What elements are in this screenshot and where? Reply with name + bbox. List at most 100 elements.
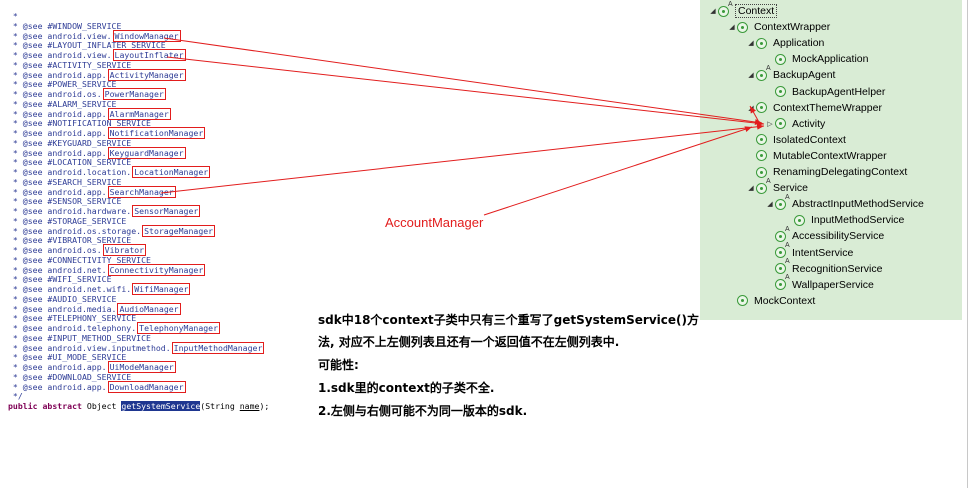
method-name[interactable]: getSystemService — [121, 401, 201, 411]
expand-toggle-icon[interactable]: ▷ — [767, 120, 773, 128]
highlighted-class-name: UiModeManager — [107, 361, 176, 373]
param-name: name — [239, 401, 260, 411]
tree-item-label: MockApplication — [792, 53, 869, 66]
code-line: * @see #CONNECTIVITY_SERVICE — [8, 255, 308, 266]
code-line: * @see android.telephony.TelephonyManage… — [8, 322, 308, 334]
code-line-text: * @see #LOCATION_SERVICE — [8, 157, 132, 168]
arrow-layoutinflater — [166, 56, 765, 127]
tree-item-isolatedcontext[interactable]: IsolatedContext — [746, 132, 846, 148]
param-type: (String — [200, 401, 235, 411]
class-icon — [775, 118, 786, 130]
highlighted-class-name: AudioManager — [117, 302, 181, 315]
expand-toggle-icon[interactable]: ◢ — [748, 40, 754, 48]
code-line-text: * @see #TELEPHONY_SERVICE — [8, 313, 137, 324]
notes-block: sdk中18个context子类中只有三个重写了getSystemService… — [318, 309, 699, 423]
arrow-searchmanager — [160, 123, 765, 194]
notes-line-3: 可能性: — [318, 358, 359, 372]
code-line: * @see android.app.SearchManager — [8, 185, 308, 198]
code-line: * @see #NOTIFICATION_SERVICE — [8, 118, 308, 129]
class-icon — [775, 86, 786, 97]
code-line-text: * @see android.app. — [8, 362, 107, 372]
code-line-text: * @see #LAYOUT_INFLATER_SERVICE — [8, 40, 166, 51]
code-line-text: * @see #WINDOW_SERVICE — [8, 20, 122, 31]
code-line: * @see android.media.AudioManager — [8, 302, 308, 315]
expand-toggle-icon[interactable]: ◢ — [748, 185, 754, 193]
highlighted-class-name: InputMethodManager — [171, 341, 265, 354]
highlighted-class-name: WifiManager — [132, 283, 191, 295]
tree-item-activity[interactable]: ▷Activity — [765, 116, 825, 132]
class-icon: A — [775, 258, 790, 275]
class-icon: A — [756, 178, 771, 194]
tree-item-label: WallpaperService — [792, 278, 874, 291]
code-line-text: * @see android.app. — [8, 69, 107, 80]
abstract-marker: A — [728, 0, 733, 8]
code-line-text: * @see android.view. — [8, 50, 112, 60]
highlighted-class-name: NotificationManager — [107, 127, 206, 139]
tree-item-application[interactable]: ◢Application — [746, 35, 824, 51]
class-icon — [794, 214, 805, 226]
tree-item-label: ContextWrapper — [754, 21, 831, 34]
notes-line-1: sdk中18个context子类中只有三个重写了getSystemService… — [318, 313, 699, 327]
tree-item-label: RecognitionService — [792, 262, 883, 275]
highlighted-class-name: DownloadManager — [107, 380, 186, 393]
code-line-text: * @see android.os. — [8, 89, 102, 99]
code-line: * @see #STORAGE_SERVICE — [8, 215, 308, 227]
code-line: * @see android.app.ActivityManager — [8, 68, 308, 81]
tree-item-contextwrapper[interactable]: ◢ ContextWrapper — [727, 19, 830, 35]
tree-item-mockapplication[interactable]: MockApplication — [765, 51, 868, 67]
code-line: * @see android.app.AlarmManager — [8, 107, 308, 120]
class-icon: A — [775, 242, 790, 258]
code-line: * @see #AUDIO_SERVICE — [8, 294, 308, 305]
class-icon — [737, 295, 748, 307]
tree-item-mockcontext[interactable]: MockContext — [727, 293, 815, 309]
code-line: * — [8, 11, 308, 22]
expand-toggle-icon[interactable]: ◢ — [767, 201, 773, 209]
tree-item-label: MockContext — [754, 294, 816, 307]
code-line: */ — [8, 391, 308, 402]
code-line: * @see #VIBRATOR_SERVICE — [8, 235, 308, 246]
code-line-text: * @see android.app. — [8, 108, 107, 119]
code-line: * @see #KEYGUARD_SERVICE — [8, 138, 308, 149]
expand-toggle-icon[interactable]: ◢ — [729, 24, 735, 32]
tree-item-backupagenthelper[interactable]: BackupAgentHelper — [765, 84, 885, 100]
code-line-text: * @see android.os. — [8, 245, 102, 255]
method-signature: public abstract Object getSystemService(… — [8, 401, 308, 412]
highlighted-class-name: ConnectivityManager — [107, 263, 206, 276]
tree-item-label: RenamingDelegatingContext — [773, 166, 908, 178]
arrow-windowmanager — [163, 37, 763, 125]
code-line-text: * @see #UI_MODE_SERVICE — [8, 352, 127, 363]
account-manager-label: AccountManager — [385, 215, 484, 230]
code-line: * @see android.app.NotificationManager — [8, 127, 308, 139]
class-icon — [756, 166, 767, 178]
expand-toggle-icon[interactable]: ◢ — [710, 8, 716, 15]
tree-item-inputmethodservice[interactable]: InputMethodService — [784, 212, 904, 228]
code-line-text: * — [8, 11, 18, 21]
expand-toggle-icon[interactable]: ◢ — [748, 72, 754, 80]
code-line-text: * @see #VIBRATOR_SERVICE — [8, 235, 132, 246]
highlighted-class-name: PowerManager — [102, 88, 166, 100]
class-icon — [756, 134, 767, 146]
tree-item-mutablecontextwrapper[interactable]: MutableContextWrapper — [746, 148, 887, 164]
tree-item-renamingdelegatingcontext[interactable]: RenamingDelegatingContext — [746, 164, 907, 180]
code-line-text: * @see android.media. — [8, 303, 117, 314]
code-line-text: * @see android.net. — [8, 264, 107, 275]
highlighted-class-name: LocationManager — [132, 166, 211, 178]
code-line: * @see android.hardware.SensorManager — [8, 205, 308, 217]
class-icon — [737, 21, 748, 33]
code-line-text: * @see android.app. — [8, 147, 107, 158]
class-icon: A — [718, 1, 733, 17]
code-line: * @see android.net.ConnectivityManager — [8, 263, 308, 276]
class-icon: A — [775, 274, 790, 291]
code-line: * @see android.os.storage.StorageManager — [8, 224, 308, 237]
code-line-text: * @see #STORAGE_SERVICE — [8, 215, 127, 226]
code-line: * @see #ACTIVITY_SERVICE — [8, 60, 308, 71]
code-line: * @see android.app.UiModeManager — [8, 361, 308, 373]
